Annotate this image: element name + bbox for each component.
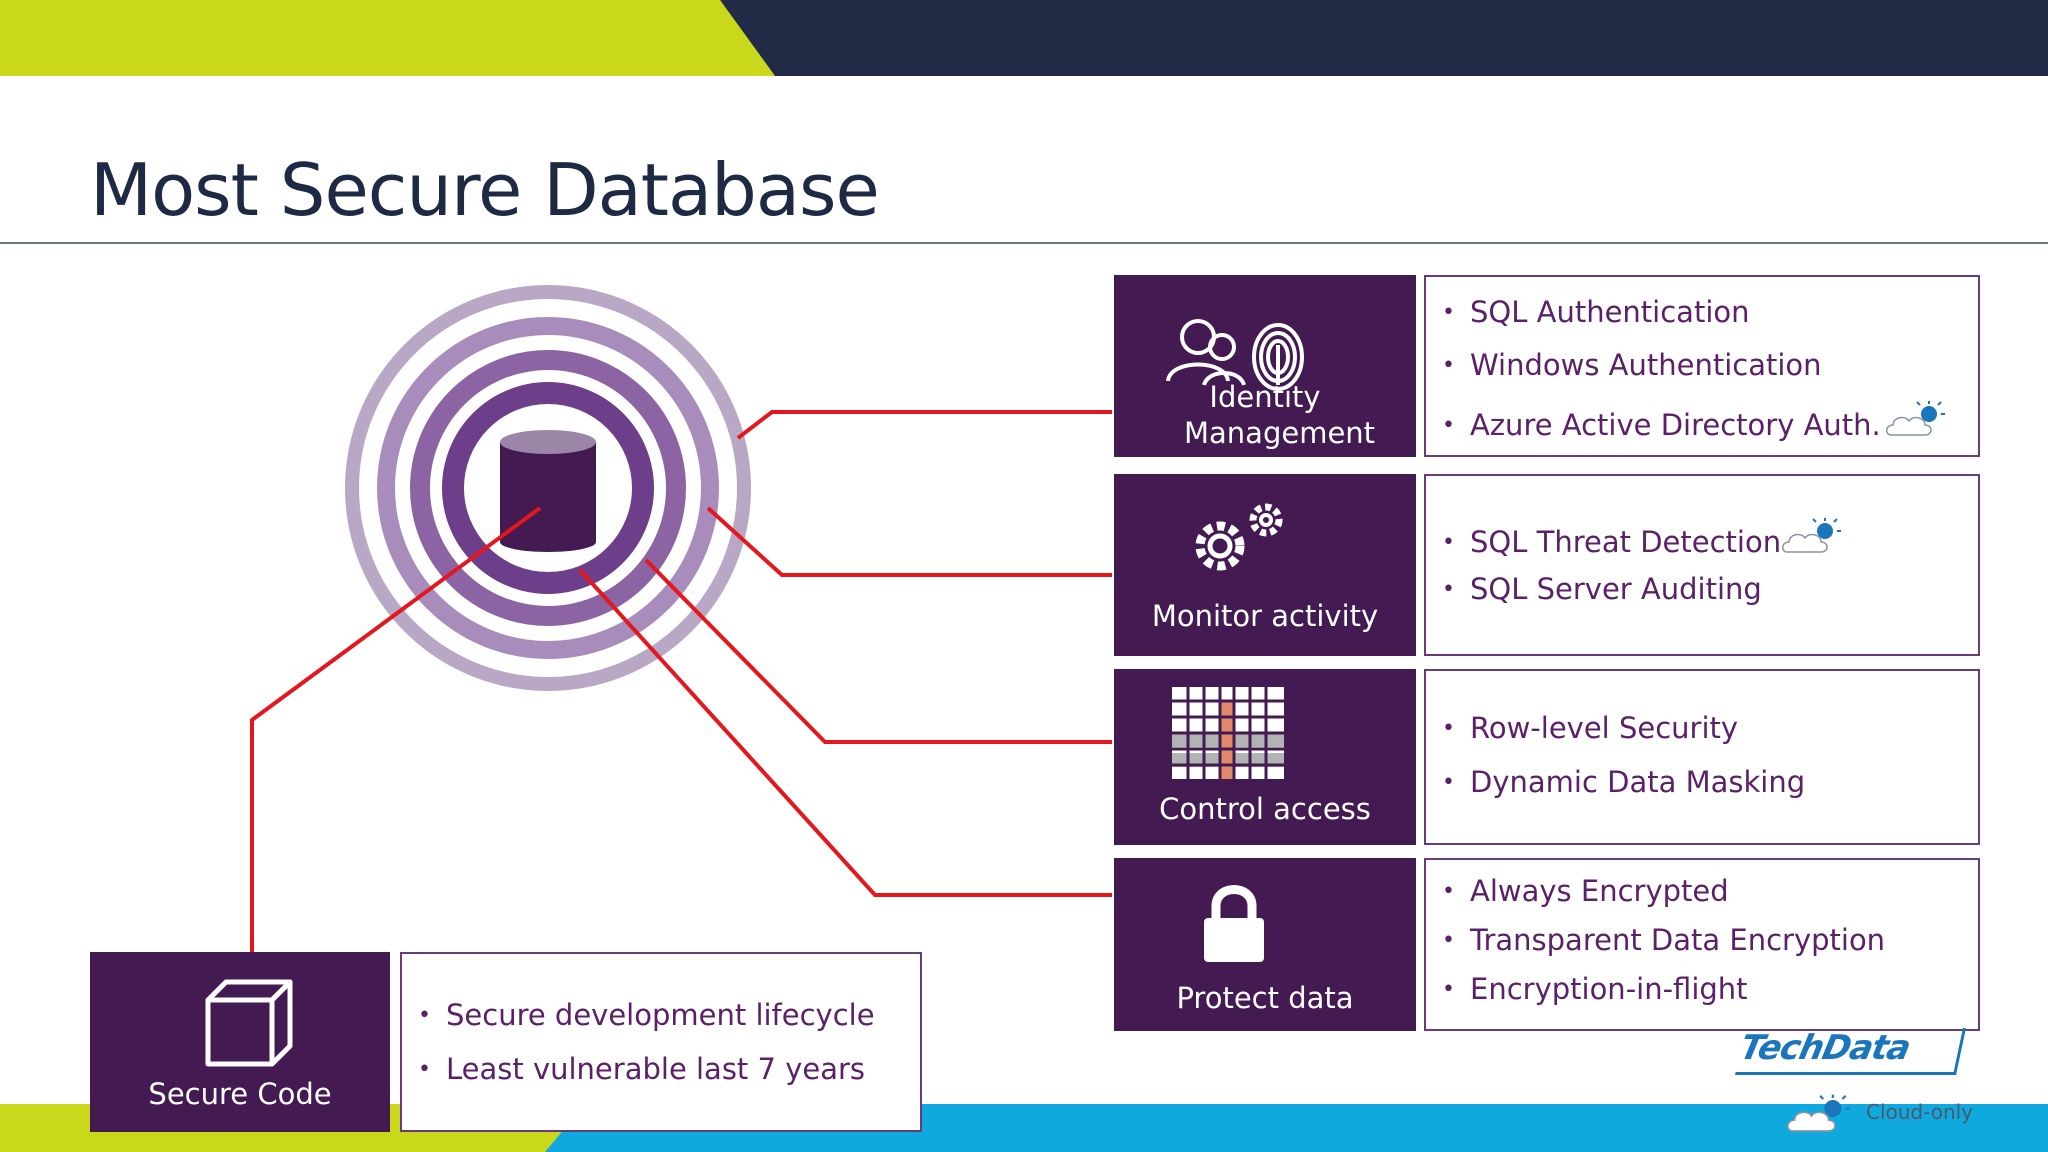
secure-code-tile: Secure Code xyxy=(90,952,390,1132)
identity-management-tile: Identity Management xyxy=(1114,275,1416,457)
monitor-activity-caption: Monitor activity xyxy=(1151,599,1379,633)
header-green-band xyxy=(0,0,775,76)
concentric-rings xyxy=(345,285,751,691)
monitor-activity-list: •SQL Threat Detection •SQL Server Auditi… xyxy=(1424,474,1980,656)
control-access-caption: Control access xyxy=(1159,792,1371,826)
identity-management-caption: Identity Management xyxy=(1184,380,1376,450)
cloud-sun-icon xyxy=(1787,1094,1850,1132)
grid-table-icon xyxy=(1172,687,1284,779)
gears-icon xyxy=(1195,503,1283,571)
control-access-tile: Control access xyxy=(1114,669,1416,845)
protect-data-tile: Protect data xyxy=(1114,858,1416,1031)
identity-management-list: •SQL Authentication •Windows Authenticat… xyxy=(1424,275,1980,457)
list-item: •SQL Server Auditing xyxy=(1442,572,1762,606)
cloud-only-legend-label: Cloud-only xyxy=(1866,1100,1974,1124)
title-divider xyxy=(0,242,2048,244)
padlock-icon xyxy=(1204,885,1264,962)
protect-data-caption: Protect data xyxy=(1176,981,1354,1015)
control-access-list: •Row-level Security •Dynamic Data Maskin… xyxy=(1424,669,1980,845)
list-item: •Transparent Data Encryption xyxy=(1442,923,1886,957)
list-item: •Encryption-in-flight xyxy=(1442,972,1748,1006)
cloud-sun-icon xyxy=(1782,518,1842,553)
list-item: •Secure development lifecycle xyxy=(418,998,875,1032)
list-item: •Row-level Security xyxy=(1442,711,1739,745)
list-item: •Windows Authentication xyxy=(1442,348,1822,382)
list-item: •Least vulnerable last 7 years xyxy=(418,1052,865,1086)
techdata-logo: TechData xyxy=(1735,1028,1966,1075)
cube-icon xyxy=(205,979,293,1067)
secure-code-caption: Secure Code xyxy=(148,1077,332,1111)
list-item: •SQL Authentication xyxy=(1442,295,1750,329)
connector-lines xyxy=(250,410,1112,953)
users-fingerprint-icon xyxy=(1166,319,1304,391)
monitor-activity-tile: Monitor activity xyxy=(1114,474,1416,656)
page-title: Most Secure Database xyxy=(90,148,880,232)
list-item: •Always Encrypted xyxy=(1442,874,1729,908)
header-navy-band xyxy=(720,0,2048,76)
protect-data-list: •Always Encrypted •Transparent Data Encr… xyxy=(1424,858,1980,1031)
database-cylinder-icon xyxy=(500,430,596,552)
list-item: •Dynamic Data Masking xyxy=(1442,765,1806,799)
list-item: •SQL Threat Detection xyxy=(1442,518,1843,559)
list-item: •Azure Active Directory Auth. xyxy=(1442,401,1947,442)
cloud-sun-icon xyxy=(1885,401,1945,436)
secure-code-list: •Secure development lifecycle •Least vul… xyxy=(400,952,922,1132)
